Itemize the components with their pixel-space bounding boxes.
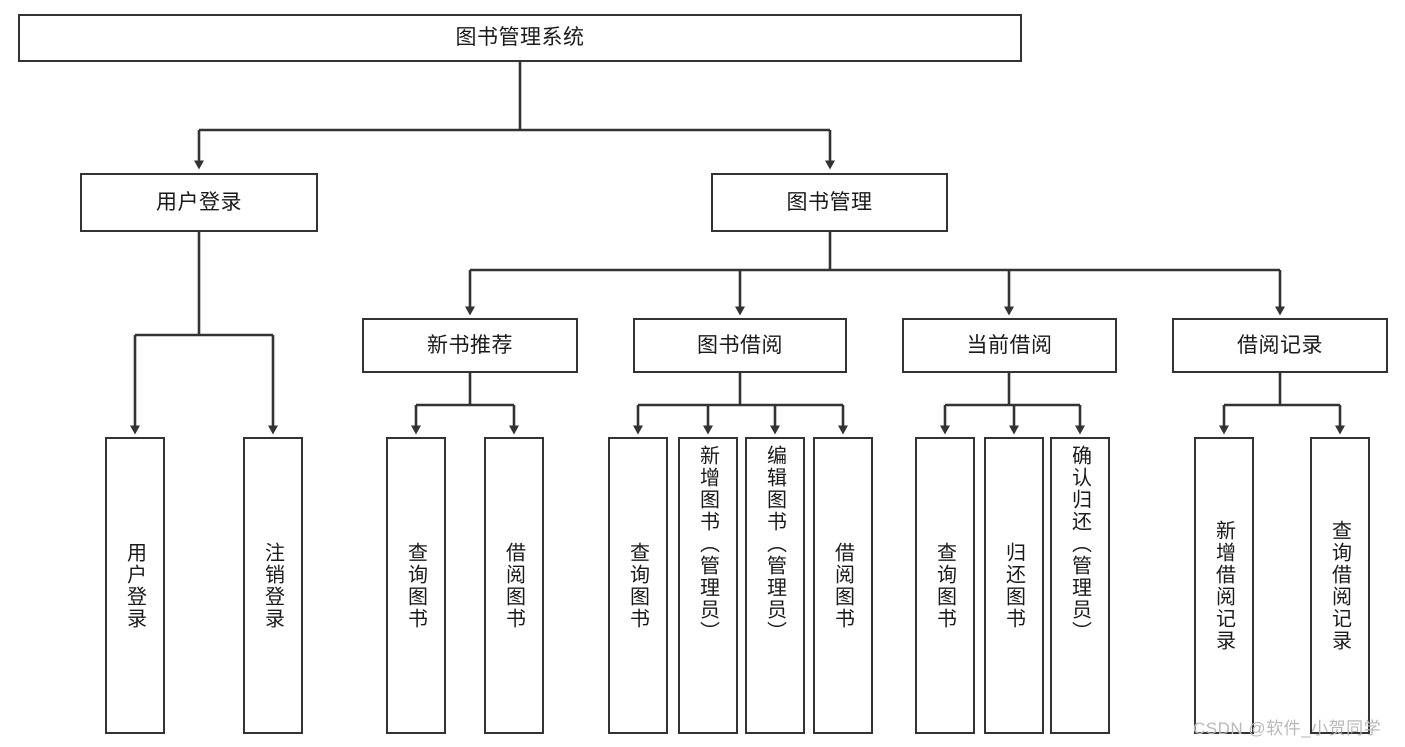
node-leaf-borrow-book[interactable]: 借阅图书 — [813, 437, 873, 734]
node-label: 注销登录 — [261, 541, 284, 630]
node-leaf-add-book-admin[interactable]: 新增图书（管理员） — [678, 437, 738, 734]
node-label: 查询图书 — [404, 541, 427, 630]
node-leaf-query-book-borrow[interactable]: 查询图书 — [608, 437, 668, 734]
node-label: 用户登录 — [156, 190, 242, 214]
node-label: 图书借阅 — [697, 333, 783, 357]
node-label: 归还图书 — [1002, 541, 1025, 630]
node-label: 借阅记录 — [1237, 333, 1323, 357]
node-leaf-borrow-book-recommend[interactable]: 借阅图书 — [484, 437, 544, 734]
node-label: 当前借阅 — [966, 333, 1053, 357]
node-leaf-query-book-current[interactable]: 查询图书 — [915, 437, 975, 734]
node-current-borrow[interactable]: 当前借阅 — [902, 318, 1117, 373]
node-leaf-logout[interactable]: 注销登录 — [243, 437, 303, 734]
node-user-login[interactable]: 用户登录 — [80, 173, 318, 232]
node-leaf-edit-book-admin[interactable]: 编辑图书（管理员） — [745, 437, 805, 734]
node-label: 借阅图书 — [831, 541, 854, 630]
node-book-borrow[interactable]: 图书借阅 — [633, 318, 847, 373]
csdn-watermark: CSDN @软件_小贺同学 — [1193, 719, 1382, 738]
node-label: 借阅图书 — [502, 541, 525, 630]
node-label: 查询借阅记录 — [1328, 519, 1351, 652]
node-book-management-system[interactable]: 图书管理系统 — [18, 14, 1022, 62]
node-label: 新增借阅记录 — [1212, 519, 1235, 652]
node-leaf-add-borrow-record[interactable]: 新增借阅记录 — [1194, 437, 1254, 734]
node-label: 编辑图书（管理员） — [763, 445, 786, 643]
node-leaf-user-login[interactable]: 用户登录 — [105, 437, 165, 734]
node-label: 新增图书（管理员） — [696, 445, 719, 643]
node-leaf-return-book[interactable]: 归还图书 — [984, 437, 1044, 734]
node-label: 查询图书 — [626, 541, 649, 630]
node-label: 确认归还（管理员） — [1068, 445, 1091, 643]
node-leaf-query-borrow-record[interactable]: 查询借阅记录 — [1310, 437, 1370, 734]
node-book-management[interactable]: 图书管理 — [711, 173, 948, 232]
node-leaf-query-book-recommend[interactable]: 查询图书 — [386, 437, 446, 734]
node-label: 新书推荐 — [427, 333, 513, 357]
node-label: 查询图书 — [933, 541, 956, 630]
node-new-book-recommend[interactable]: 新书推荐 — [362, 318, 578, 373]
node-label: 图书管理 — [786, 190, 873, 214]
node-label: 图书管理系统 — [455, 26, 585, 50]
node-leaf-confirm-return-admin[interactable]: 确认归还（管理员） — [1050, 437, 1110, 734]
node-label: 用户登录 — [123, 541, 146, 630]
node-borrow-record[interactable]: 借阅记录 — [1172, 318, 1388, 373]
